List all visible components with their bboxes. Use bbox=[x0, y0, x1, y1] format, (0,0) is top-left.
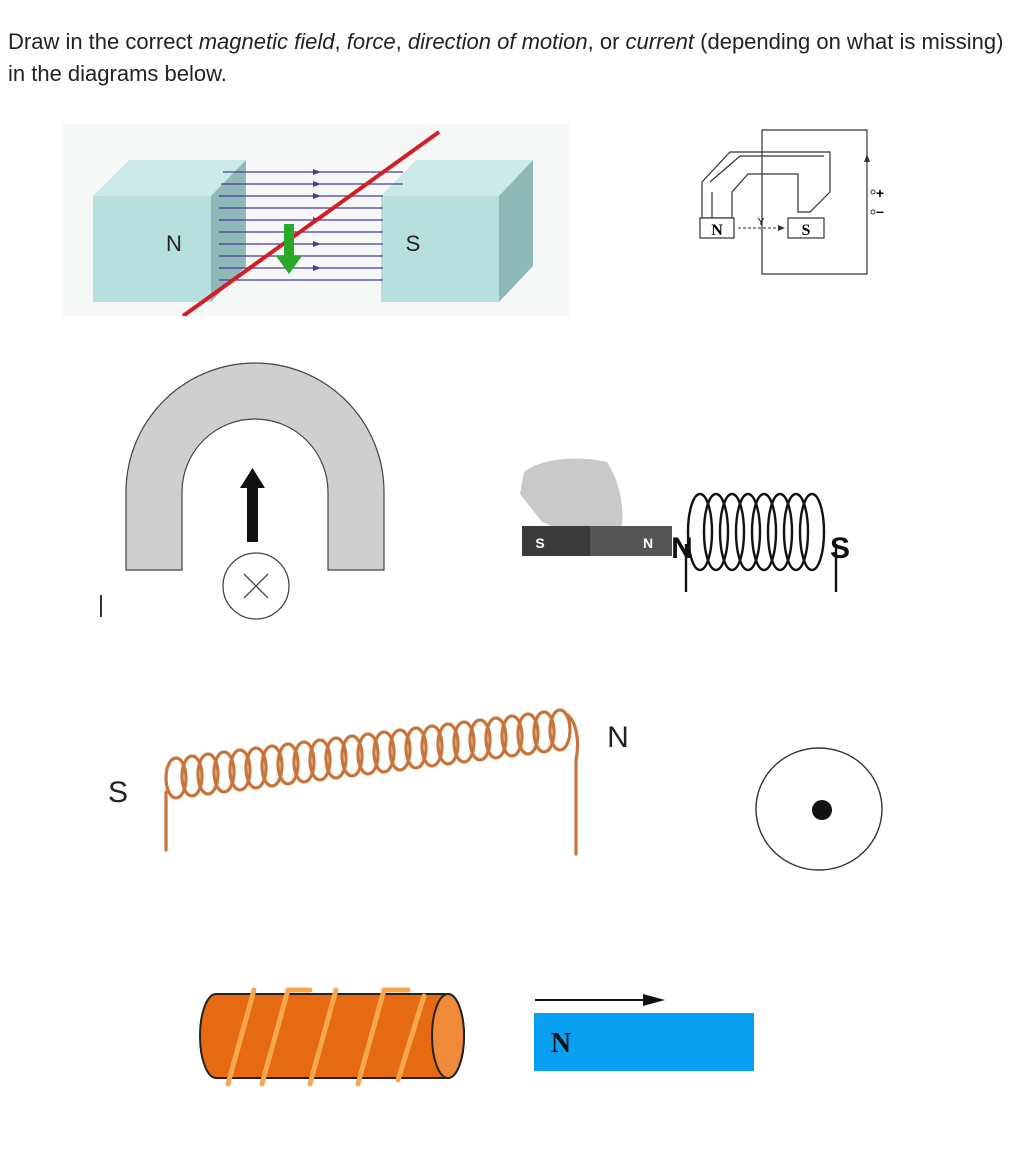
coil-south-label: S bbox=[830, 532, 850, 565]
bar-north-label: N bbox=[551, 1028, 571, 1059]
diagram-magnet-coil: S N N S bbox=[512, 452, 852, 600]
text-cursor-mark bbox=[100, 595, 102, 617]
coil-north-label: N bbox=[671, 532, 693, 565]
coil-left-label: S bbox=[108, 776, 128, 809]
diagram-current-dot bbox=[752, 744, 886, 874]
diagram-bar-magnets: N S bbox=[63, 124, 569, 318]
diagram-horseshoe-circuit: N S Y + – bbox=[690, 122, 890, 287]
coil-right-label: N bbox=[607, 721, 629, 754]
magnet-north-label: N bbox=[643, 535, 653, 551]
gap-label: Y bbox=[758, 217, 765, 228]
horseshoe-north-label: N bbox=[711, 222, 723, 239]
diagram-long-coil: S N bbox=[100, 700, 640, 862]
left-pole-label: N bbox=[166, 231, 182, 256]
plus-sign: + bbox=[876, 185, 884, 201]
right-pole-label: S bbox=[406, 231, 421, 256]
horseshoe-south-label: S bbox=[802, 222, 811, 239]
diagram-blue-bar: N bbox=[533, 990, 757, 1074]
diagram-wound-rod bbox=[198, 984, 470, 1088]
magnet-south-label: S bbox=[535, 535, 544, 551]
instruction-text: Draw in the correct magnetic field, forc… bbox=[8, 29, 1004, 86]
diagram-u-magnet bbox=[120, 352, 390, 627]
minus-sign: – bbox=[876, 203, 884, 219]
